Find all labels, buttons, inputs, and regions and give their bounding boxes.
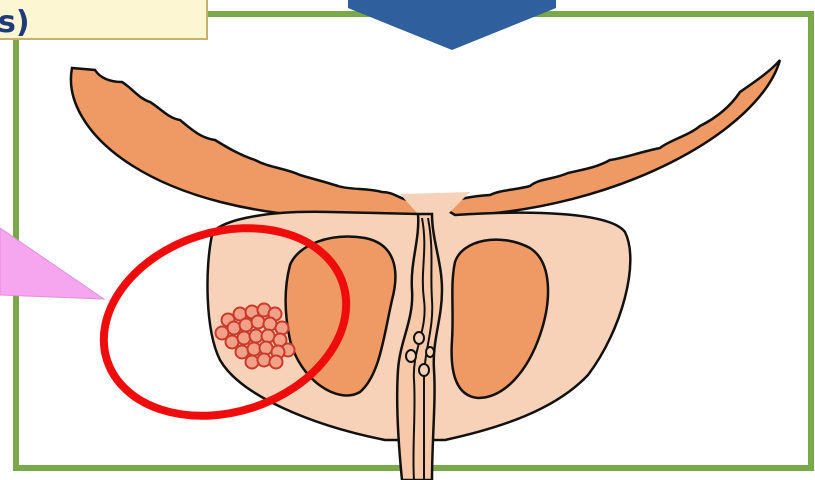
tumor-nodule	[240, 319, 253, 332]
caption-text: s)	[0, 8, 30, 38]
tumor-nodule	[228, 322, 241, 335]
tumor-nodule	[236, 346, 249, 359]
tumor-nodule	[276, 322, 289, 335]
tumor-nodule	[246, 356, 259, 369]
caption-box: s)	[0, 0, 208, 40]
calculus	[419, 364, 429, 376]
tumor-nodule	[258, 354, 271, 367]
tumor-nodule	[248, 343, 261, 356]
calculus	[426, 347, 434, 357]
calculus	[414, 332, 424, 344]
tumor-nodule	[252, 316, 265, 329]
tumor-nodule	[270, 356, 283, 369]
tumor-nodule	[238, 332, 251, 345]
calculus	[406, 350, 416, 362]
